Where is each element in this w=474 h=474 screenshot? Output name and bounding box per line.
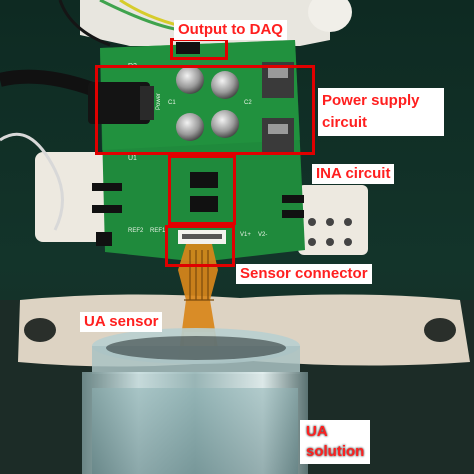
left-white-block [35,152,115,242]
fixture-knob [308,0,352,32]
label-sensor-connector: Sensor connector [236,264,372,284]
block-hole-3 [344,218,352,226]
block-hole-5 [326,238,334,246]
label-ina-circuit: INA circuit [312,164,395,184]
block-hole-6 [344,238,352,246]
silk-v2: V2- [258,232,267,238]
regulator-tab [268,68,288,78]
header-right-2 [282,210,304,218]
ina-chip-2 [190,196,218,212]
jar-liquid [92,388,298,474]
sensor-connector-box [165,225,235,267]
label-ua-solution: UA solution [300,420,371,464]
label-output-to-daq: Output to DAQ [174,20,287,40]
label-power-supply-text: Power supply circuit [322,92,420,131]
silk-ref1: REF1 [150,228,166,234]
dc-jack-face [140,86,154,120]
header-left-3 [96,232,112,246]
wire-black-2 [58,0,111,47]
connector-slot [182,234,222,239]
jar-rim-inner [106,336,286,360]
silk-c2: C2 [244,100,252,106]
wire-white [0,132,64,231]
header-left-2 [92,205,122,213]
holder-hole-left [24,318,56,342]
output-daq-box [170,38,228,60]
ina-circuit-box [168,155,236,225]
label-ua-sensor: UA sensor [80,312,163,332]
header-right-1 [282,195,304,203]
block-hole-1 [308,218,316,226]
block-hole-4 [308,238,316,246]
label-ua-solution-line2: solution [306,443,365,460]
holder-hole-right [424,318,456,342]
silk-u1: U1 [128,155,137,162]
regulator-tab-2 [268,124,288,134]
silk-c1: C1 [168,100,176,106]
silk-ref2: REF2 [128,228,144,234]
label-ua-solution-line1: UA [306,423,328,440]
sensor-traces [184,250,214,301]
silk-v1: V1+ [240,232,251,238]
regulator-bottom [262,118,294,152]
wire-green [99,0,181,32]
capacitor-4 [211,110,239,138]
block-hole-2 [326,218,334,226]
wire-black [0,69,98,97]
top-header [176,42,200,54]
silk-power: Power [156,93,162,110]
capacitor-1 [176,66,204,94]
ina-chip-1 [190,172,218,188]
dc-jack [88,82,150,124]
capacitor-2 [211,71,239,99]
power-supply-box [95,65,315,155]
label-power-supply-line: Power supply circuit [318,88,444,136]
header-left-1 [92,183,122,191]
capacitor-3 [176,113,204,141]
